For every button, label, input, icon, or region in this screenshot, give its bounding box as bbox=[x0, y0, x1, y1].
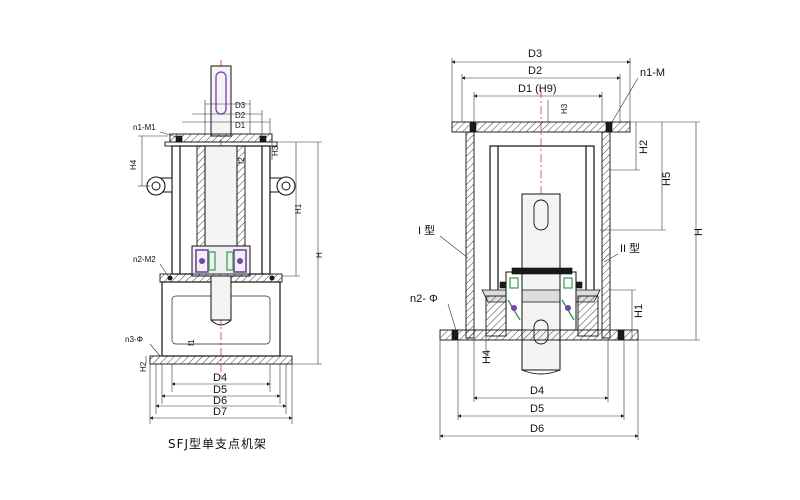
left-label-h: H bbox=[315, 252, 324, 258]
right-label-type-i: I 型 bbox=[418, 223, 435, 237]
left-label-d1: D1 bbox=[235, 121, 246, 130]
right-view: D3 D2 D1 (H9) n1-M H3 H2 H5 H I 型 II 型 n… bbox=[410, 48, 705, 440]
left-top-flange bbox=[169, 133, 273, 143]
right-label-d1-h9: D1 (H9) bbox=[518, 83, 557, 95]
left-label-h3: H3 bbox=[271, 145, 280, 156]
right-label-h: H bbox=[693, 228, 705, 236]
left-bottom-dims bbox=[149, 364, 293, 424]
right-base-plate bbox=[439, 329, 639, 341]
left-label-h4: H4 bbox=[129, 159, 138, 170]
left-label-n2-m2: n2-M2 bbox=[133, 255, 156, 264]
left-label-d5: D5 bbox=[213, 384, 227, 396]
right-label-d2: D2 bbox=[528, 65, 542, 77]
left-inner-sleeve bbox=[204, 145, 238, 247]
left-label-n1-m1: n1-M1 bbox=[133, 123, 156, 132]
right-label-d5: D5 bbox=[530, 403, 544, 415]
left-label-n3-phi: n3-Φ bbox=[125, 335, 143, 344]
drawing-caption: SFJ型单支点机架 bbox=[168, 437, 267, 451]
left-bearing-assembly bbox=[191, 245, 251, 277]
right-right-wall bbox=[601, 131, 611, 339]
right-left-wall bbox=[465, 131, 475, 339]
right-label-d6: D6 bbox=[530, 423, 544, 435]
left-view: D3 D2 D1 n1-M1 H4 f2 H3 H1 H n2-M2 n3-Φ … bbox=[125, 60, 324, 451]
right-label-h3: H3 bbox=[560, 103, 569, 114]
left-label-d6: D6 bbox=[213, 395, 227, 407]
right-label-type-ii: II 型 bbox=[620, 241, 640, 255]
right-label-n1-m: n1-M bbox=[640, 67, 665, 79]
right-lifting-lug bbox=[269, 176, 296, 196]
right-label-h4: H4 bbox=[481, 350, 493, 364]
left-label-d7: D7 bbox=[213, 406, 227, 418]
right-bearing-assembly bbox=[481, 267, 601, 337]
right-bottom-dims bbox=[439, 340, 639, 440]
right-label-d4: D4 bbox=[530, 385, 544, 397]
right-top-flange bbox=[451, 121, 631, 133]
right-top-dims bbox=[451, 58, 631, 122]
left-top-shaft bbox=[210, 65, 232, 137]
right-label-d3: D3 bbox=[528, 48, 542, 60]
left-base-plate bbox=[149, 355, 293, 365]
left-label-h2: H2 bbox=[139, 361, 148, 372]
left-top-dims bbox=[182, 100, 271, 134]
left-label-d3: D3 bbox=[235, 101, 246, 110]
left-label-d2: D2 bbox=[235, 111, 246, 120]
right-label-n2-phi: n2- Φ bbox=[410, 293, 438, 305]
left-label-f2: f2 bbox=[237, 157, 246, 164]
right-label-h5: H5 bbox=[661, 172, 673, 186]
left-label-d4: D4 bbox=[213, 372, 227, 384]
left-label-h1: H1 bbox=[294, 203, 303, 214]
left-lifting-lug bbox=[146, 176, 173, 196]
right-label-h1: H1 bbox=[633, 304, 645, 318]
left-label-f1: f1 bbox=[187, 339, 196, 346]
right-shaft bbox=[521, 193, 561, 371]
right-label-h2: H2 bbox=[638, 140, 650, 154]
